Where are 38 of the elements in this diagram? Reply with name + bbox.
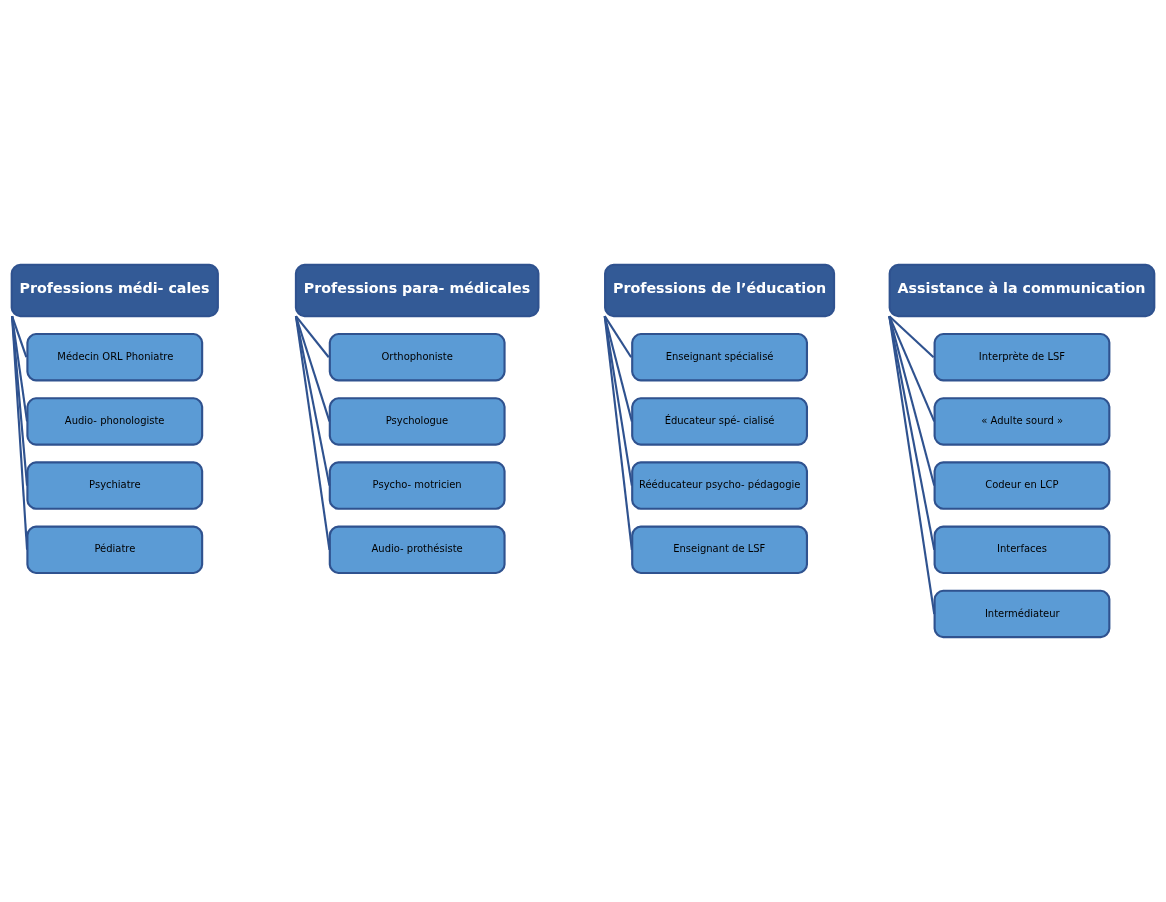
connector	[11, 315, 28, 358]
node-box: Professions médi- cales	[10, 263, 219, 318]
connector	[888, 316, 936, 550]
node-box: Interprète de LSF	[933, 332, 1111, 382]
node-box: Éducateur spé- cialisé	[631, 397, 809, 446]
connector	[888, 315, 936, 486]
node-box: Intermédiateur	[933, 589, 1111, 639]
connector	[11, 316, 29, 486]
node-box: Professions para- médicales	[294, 263, 540, 318]
node-box: Codeur en LCP	[933, 461, 1111, 510]
connector	[888, 315, 936, 422]
node-box: Psychologue	[328, 397, 506, 446]
node-box: Psycho- motricien	[328, 461, 506, 510]
node-box: Enseignant de LSF	[631, 525, 809, 575]
node-box: Professions de l’éducation	[604, 263, 836, 318]
connector	[888, 315, 935, 358]
node-box: Interfaces	[933, 525, 1111, 575]
connector	[295, 315, 330, 358]
connector	[11, 316, 29, 422]
node-box: Psychiatre	[26, 461, 204, 510]
connector	[294, 315, 331, 422]
connector	[603, 315, 633, 422]
connector	[603, 316, 633, 550]
node-box: Rééducateur psycho- pédagogie	[631, 461, 809, 510]
node-box: Audio- phonologiste	[26, 397, 204, 446]
node-box: Enseignant spécialisé	[631, 332, 809, 382]
connector	[294, 316, 331, 550]
node-box: Pédiatre	[26, 525, 204, 575]
node-box: Médecin ORL Phoniatre	[26, 332, 204, 382]
node-box: Orthophoniste	[328, 332, 506, 382]
connector	[294, 316, 331, 486]
connector	[603, 316, 633, 486]
node-box: « Adulte sourd »	[933, 397, 1111, 446]
node-box: Assistance à la communication	[888, 263, 1156, 318]
connector	[11, 316, 29, 550]
node-box: Audio- prothésiste	[328, 525, 506, 575]
connector	[888, 316, 936, 615]
connector	[603, 315, 633, 358]
